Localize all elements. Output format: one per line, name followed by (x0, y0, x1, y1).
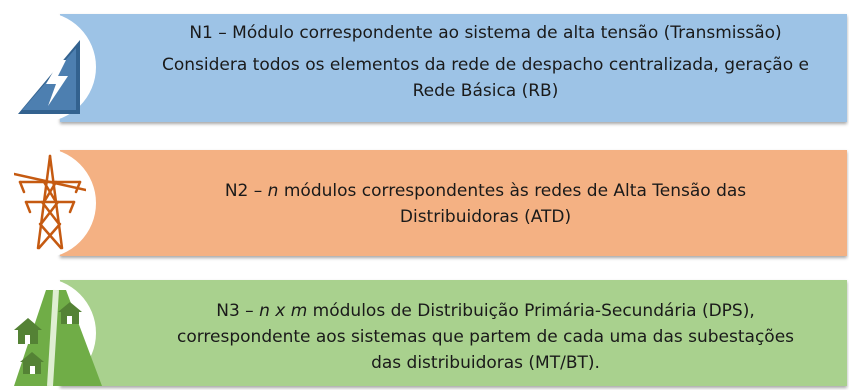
level-n3-italic: n x m (259, 301, 308, 321)
level-n2-line2: Distribuidoras (ATD) (399, 207, 572, 227)
level-n1-box (60, 14, 847, 122)
level-n1-desc-line1: Considera todos os elementos da rede de … (161, 55, 809, 75)
houses-road-icon (14, 289, 102, 386)
level-n3-text: N3 – n x m módulos de Distribuição Primá… (128, 298, 843, 376)
level-n2-text: N2 – n módulos correspondentes às redes … (128, 178, 843, 230)
level-n2-rest: módulos correspondentes às redes de Alta… (278, 181, 747, 201)
level-n2-title: N2 – n módulos correspondentes às redes … (128, 178, 843, 204)
level-n1-title: N1 – Módulo correspondente ao sistema de… (189, 23, 782, 43)
level-n2-italic: n (267, 181, 279, 201)
high-voltage-sign-icon (18, 40, 80, 114)
level-n3-prefix: N3 – (216, 301, 260, 321)
level-n3-box (60, 280, 847, 386)
level-n2-prefix: N2 – (224, 181, 268, 201)
level-n3-line3: das distribuidoras (MT/BT). (371, 353, 600, 373)
level-n1-desc-line2: Rede Básica (RB) (412, 81, 559, 101)
level-n1-text: N1 – Módulo correspondente ao sistema de… (128, 20, 843, 104)
level-n3-rest: módulos de Distribuição Primária-Secundá… (307, 301, 755, 321)
level-n3-title: N3 – n x m módulos de Distribuição Primá… (128, 298, 843, 324)
level-n2-box (60, 150, 847, 256)
transmission-tower-icon (14, 154, 86, 250)
level-n3-line2: correspondente aos sistemas que partem d… (176, 327, 795, 347)
